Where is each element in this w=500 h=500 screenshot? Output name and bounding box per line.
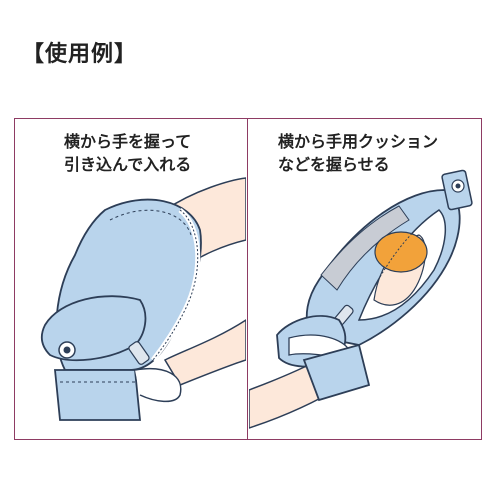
wrist-strap (134, 368, 182, 403)
panel-divider (247, 118, 248, 440)
mitten-hand-illustration-left (40, 177, 246, 421)
panel-left-caption-line1: 横から手を握って (64, 132, 192, 151)
page-title: 【使用例】 (22, 42, 138, 67)
panel-right-caption-line1: 横から手用クッション (278, 132, 439, 151)
panel-right-caption-line2: などを握らせる (278, 155, 390, 174)
zipper-pull-icon (128, 341, 150, 365)
hand-cushion (374, 231, 428, 273)
panel-left-caption-line2: 引き込んで入れる (64, 155, 192, 174)
mitten-cushion-illustration-right (249, 169, 473, 429)
panel-left-caption: 横から手を握って 引き込んで入れる (64, 130, 191, 176)
panel-right-caption: 横から手用クッション などを握らせる (278, 130, 438, 176)
mitten-cuff (302, 343, 371, 402)
mesh-panel (320, 205, 410, 291)
mitten-cuff (54, 369, 141, 421)
